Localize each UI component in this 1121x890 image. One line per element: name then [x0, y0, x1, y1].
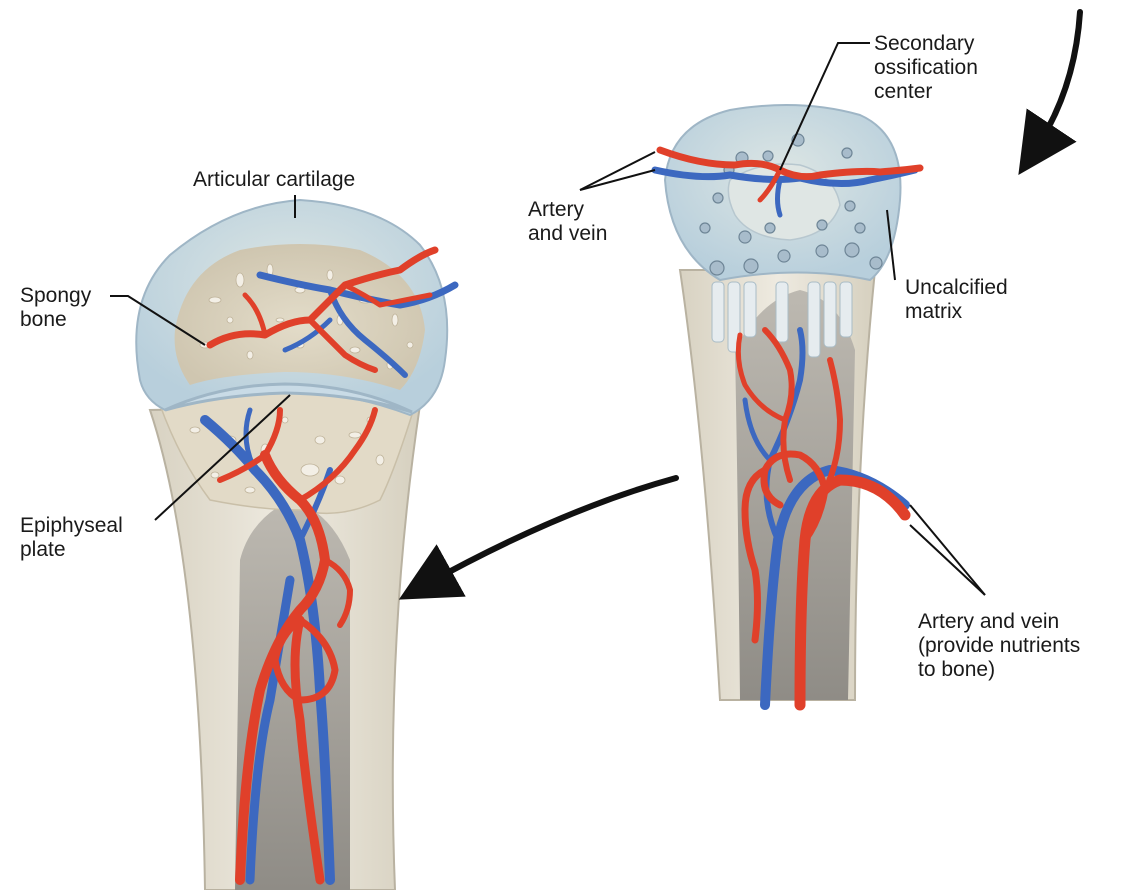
arrow-top-right — [1035, 12, 1080, 150]
label-artery-and-vein-top: Artery and vein — [528, 198, 607, 246]
leader-artery-vein-nutrients-a — [910, 505, 985, 595]
leader-artery-vein-top-a — [580, 152, 655, 190]
leader-artery-vein-top-b — [580, 170, 655, 190]
label-secondary-ossification-center: Secondary ossification center — [874, 32, 978, 104]
label-spongy-bone: Spongy bone — [20, 284, 91, 332]
label-artery-and-vein-nutrients: Artery and vein (provide nutrients to bo… — [918, 610, 1080, 682]
label-epiphyseal-plate: Epiphyseal plate — [20, 514, 123, 562]
mature-bone-left — [136, 200, 455, 890]
arrow-middle — [425, 478, 676, 585]
leader-artery-vein-nutrients-b — [910, 525, 985, 595]
label-articular-cartilage: Articular cartilage — [193, 168, 355, 192]
label-uncalcified-matrix: Uncalcified matrix — [905, 276, 1008, 324]
developing-bone-right — [655, 105, 920, 705]
